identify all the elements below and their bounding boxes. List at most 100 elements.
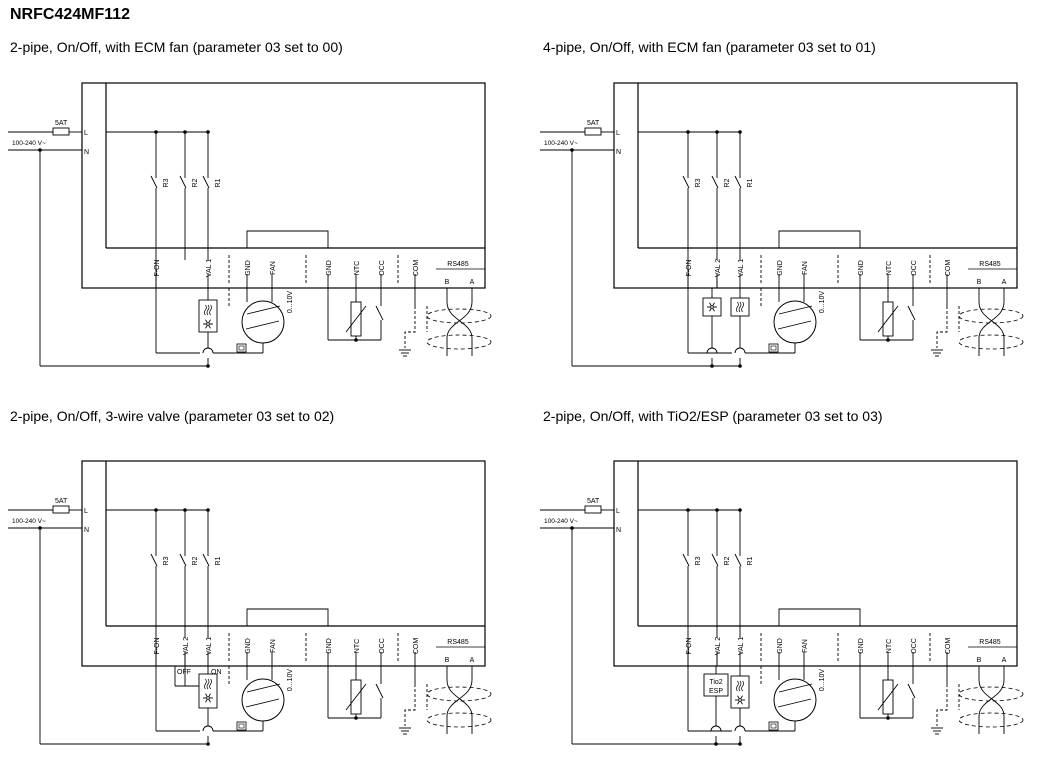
wire-crossover-hop [202, 725, 214, 732]
relay-contact-1 [150, 175, 158, 189]
terminal-a-label: A [470, 657, 475, 664]
fuse-symbol [52, 127, 70, 136]
fan-motor-stroke [246, 305, 281, 315]
rs485-wire-a [446, 288, 473, 356]
relay-label-r3: R3 [695, 178, 702, 187]
class-ii-symbol [768, 721, 779, 731]
junction-dot [886, 338, 890, 342]
relay-contact-1 [682, 553, 690, 567]
terminal-val2-label: VAL 2 [715, 637, 722, 655]
relay-label-r1: R1 [215, 178, 222, 187]
terminal-L-label: L [84, 130, 88, 137]
wire-crossover-hop [734, 725, 746, 732]
relay-contact-2 [179, 175, 187, 189]
occ-contact [375, 305, 384, 321]
rs485-wire-b [978, 288, 1005, 356]
junction-dot [738, 364, 742, 368]
fan-motor [241, 300, 285, 344]
class-ii-symbol-inner [238, 723, 245, 729]
fan-motor-stroke [778, 305, 813, 315]
fan-signal-label: 0...10V [819, 669, 826, 692]
tio2-label: Tio2 [709, 679, 722, 686]
fan-motor [241, 678, 285, 722]
rs485-label: RS485 [979, 261, 1001, 268]
terminal-occ-label: OCC [379, 260, 386, 276]
heating-icon [736, 680, 744, 692]
relay-label-r3: R3 [695, 556, 702, 565]
terminal-com-label: COM [413, 638, 420, 655]
shield-ground-wire [936, 306, 948, 348]
terminal-occ-label: OCC [911, 638, 918, 654]
terminal-ntc-label: NTC [886, 639, 893, 653]
terminal-gnd-label: GND [858, 638, 865, 654]
valve-2pipe [730, 675, 750, 709]
diagram-3-caption: 2-pipe, On/Off, 3-wire valve (parameter … [10, 408, 335, 424]
terminal-gnd-label: GND [326, 260, 333, 276]
fuse-symbol [52, 505, 70, 514]
rs485-label: RS485 [447, 261, 469, 268]
relay-contact-2 [179, 553, 187, 567]
relay-label-r1: R1 [215, 556, 222, 565]
terminal-ntc-label: NTC [886, 261, 893, 275]
cable-shield [426, 308, 492, 324]
occ-contact [375, 683, 384, 699]
cable-shield [958, 334, 1024, 350]
supply-voltage-label: 100-240 V~ [544, 518, 578, 525]
terminal-fan-label: FAN [270, 639, 277, 653]
ntc-sensor-slash [345, 683, 367, 711]
junction-dot [710, 364, 714, 368]
heating-icon [736, 301, 744, 313]
terminal-L-label: L [616, 130, 620, 137]
ntc-sensor-slash [877, 305, 899, 333]
esp-label: ESP [709, 688, 723, 695]
terminal-com-label: COM [413, 260, 420, 277]
terminal-occ-label: OCC [379, 638, 386, 654]
diagram-1-caption: 2-pipe, On/Off, with ECM fan (parameter … [10, 39, 343, 55]
snowflake-icon [735, 695, 745, 705]
fan-motor [773, 300, 817, 344]
terminal-occ-label: OCC [911, 260, 918, 276]
terminal-gnd-label: GND [777, 260, 784, 276]
relay-label-r1: R1 [747, 556, 754, 565]
controller-board [81, 82, 486, 289]
junction-dot [206, 364, 210, 368]
terminal-b-label: B [445, 279, 450, 286]
class-ii-symbol [236, 721, 247, 731]
relay-contact-1 [150, 553, 158, 567]
fan-signal-label: 0...10V [287, 291, 294, 314]
fan-signal-link [246, 230, 329, 248]
relay-label-r3: R3 [163, 178, 170, 187]
terminal-N-label: N [616, 149, 621, 156]
fan-signal-link [246, 608, 329, 626]
terminal-gnd-label: GND [777, 638, 784, 654]
rs485-wire-a [978, 666, 1005, 734]
class-ii-symbol-inner [770, 345, 777, 351]
terminal-com-label: COM [945, 638, 952, 655]
fuse-label: 5AT [55, 120, 68, 127]
relay-contact-2 [711, 553, 719, 567]
cable-shield [426, 686, 492, 702]
class-ii-symbol [768, 343, 779, 353]
snowflake-icon [707, 302, 717, 312]
cable-shield [958, 712, 1024, 728]
valve-2pipe [198, 299, 218, 333]
terminal-com-label: COM [945, 260, 952, 277]
wire-crossover-hop [734, 347, 746, 354]
terminal-val1-label: VAL 1 [738, 637, 745, 655]
terminal-ntc-label: NTC [354, 639, 361, 653]
class-ii-symbol-inner [770, 723, 777, 729]
cable-shield [426, 712, 492, 728]
fan-motor-stroke [245, 320, 280, 330]
terminal-b-label: B [977, 657, 982, 664]
fan-signal-label: 0...10V [287, 669, 294, 692]
fan-signal-label: 0...10V [819, 291, 826, 314]
wire-crossover-hop [706, 347, 718, 354]
terminal-N-label: N [84, 527, 89, 534]
shield-ground-wire [404, 684, 416, 726]
rs485-label: RS485 [447, 639, 469, 646]
cable-shield [426, 334, 492, 350]
relay-contact-3 [202, 175, 210, 189]
